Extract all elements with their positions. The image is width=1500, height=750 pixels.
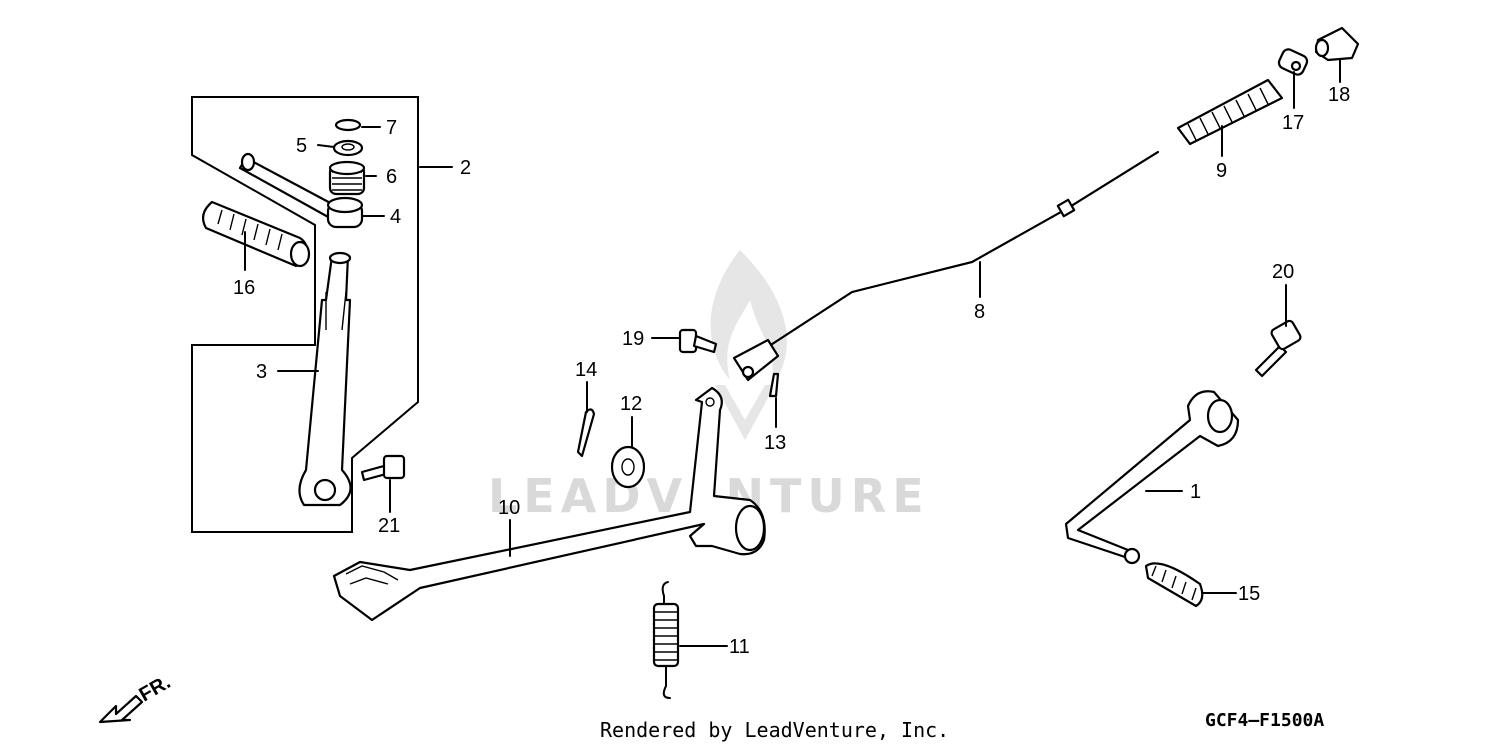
- callout-17: 17: [1282, 112, 1304, 134]
- footer-credit: Rendered by LeadVenture, Inc.: [600, 718, 950, 742]
- part-14-cotter-pin: [576, 408, 596, 458]
- part-7-clip: [334, 118, 362, 132]
- callout-3: 3: [256, 361, 267, 383]
- part-16-grip: [201, 200, 311, 268]
- callout-18: 18: [1328, 84, 1350, 106]
- part-1-shift-pedal: [1064, 390, 1240, 565]
- callout-9: 9: [1216, 160, 1227, 182]
- front-direction-arrow: [98, 694, 144, 724]
- callout-14: 14: [575, 359, 597, 381]
- callout-21: 21: [378, 515, 400, 537]
- callout-1: 1: [1190, 481, 1201, 503]
- callout-4: 4: [390, 206, 401, 228]
- callout-8: 8: [974, 301, 985, 323]
- part-9-spring: [1176, 78, 1284, 146]
- callout-11: 11: [729, 636, 750, 658]
- callout-19: 19: [622, 328, 644, 350]
- part-20-bolt: [1254, 319, 1302, 378]
- callout-13: 13: [764, 432, 786, 454]
- part-21-bolt: [360, 454, 406, 482]
- callout-20: 20: [1272, 261, 1294, 283]
- part-13-cotter-pin: [768, 372, 780, 398]
- part-19-bolt: [678, 328, 718, 354]
- callout-2: 2: [460, 157, 471, 179]
- part-4-shaft: [238, 152, 364, 229]
- callout-12: 12: [620, 393, 642, 415]
- part-5-washer: [332, 139, 364, 157]
- part-17-pin: [1277, 48, 1309, 76]
- watermark-logo: [710, 250, 787, 440]
- callout-15: 15: [1238, 583, 1260, 605]
- part-15-rubber: [1144, 562, 1204, 608]
- callout-6: 6: [386, 166, 397, 188]
- callout-7: 7: [386, 117, 397, 139]
- callout-5: 5: [296, 135, 307, 157]
- part-10-brake-pedal: [332, 386, 766, 622]
- part-11-spring: [652, 581, 680, 699]
- part-3-kick-arm: [298, 251, 352, 507]
- diagram-code: GCF4—F1500A: [1205, 710, 1325, 731]
- part-8-rod: [732, 151, 1159, 382]
- assembly-bracket: [191, 96, 419, 533]
- leader-lines: [244, 59, 1341, 647]
- part-18-nut: [1314, 26, 1360, 62]
- part-6-spring: [328, 160, 366, 196]
- callout-16: 16: [233, 277, 255, 299]
- part-12-washer: [610, 445, 646, 489]
- callout-10: 10: [498, 497, 520, 519]
